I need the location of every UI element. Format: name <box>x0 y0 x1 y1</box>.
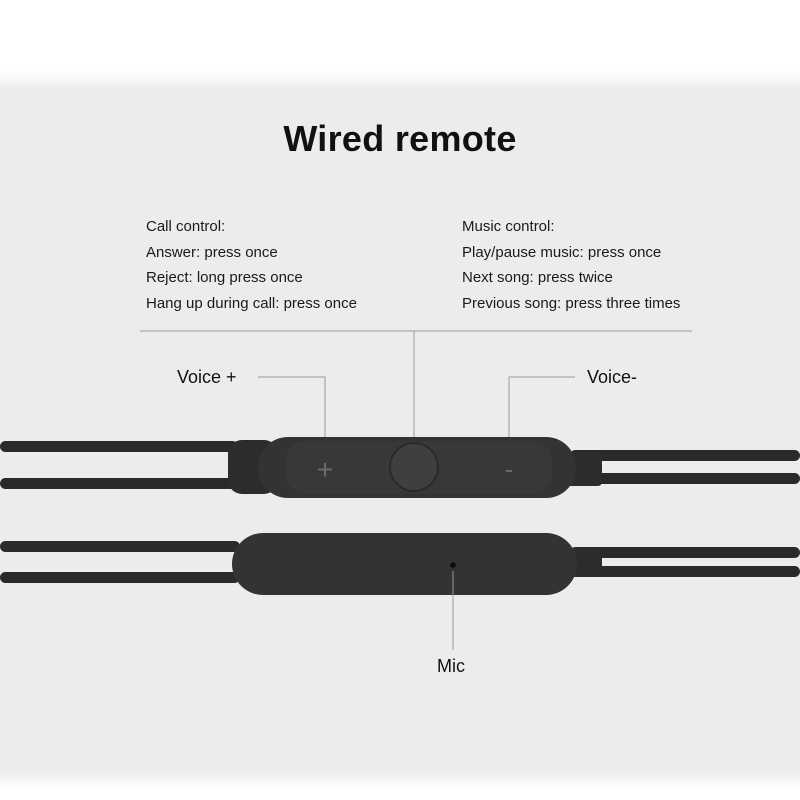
call-control-hang-up: Hang up during call: press once <box>146 294 357 312</box>
volume-up-symbol[interactable]: + <box>317 454 333 485</box>
call-control-answer: Answer: press once <box>146 243 278 261</box>
call-control-heading: Call control: <box>146 218 226 235</box>
page-title: Wired remote <box>283 118 517 159</box>
voice-minus-label: Voice- <box>587 367 638 387</box>
lower-cable-right-bottom <box>570 566 800 577</box>
voice-minus-callout-line <box>508 376 575 440</box>
lower-cable-right-top <box>570 547 800 558</box>
voice-plus-label: Voice + <box>177 367 237 387</box>
upper-cable-left-top <box>0 441 238 452</box>
music-control-play-pause: Play/pause music: press once <box>462 243 662 261</box>
lower-cable-left-top <box>0 541 240 552</box>
lower-cable-left-bottom <box>0 572 240 583</box>
mic-body <box>232 533 577 595</box>
upper-cable-left-bottom <box>0 478 238 489</box>
call-control-reject: Reject: long press once <box>146 269 303 286</box>
mic-hole <box>450 562 456 568</box>
upper-cable-right-top <box>570 450 800 461</box>
center-play-button[interactable] <box>389 442 439 492</box>
call-control-section: Call control: Answer: press once Reject:… <box>146 214 357 316</box>
music-control-next-song: Next song: press twice <box>462 269 613 286</box>
voice-plus-callout-line <box>258 376 326 440</box>
music-control-previous-song: Previous song: press three times <box>462 294 681 312</box>
upper-cable-right-bottom <box>570 473 800 484</box>
music-control-section: Music control: Play/pause music: press o… <box>462 214 680 316</box>
mic-label: Mic <box>437 656 465 676</box>
volume-down-symbol[interactable]: - <box>505 454 514 484</box>
music-control-heading: Music control: <box>462 218 555 235</box>
